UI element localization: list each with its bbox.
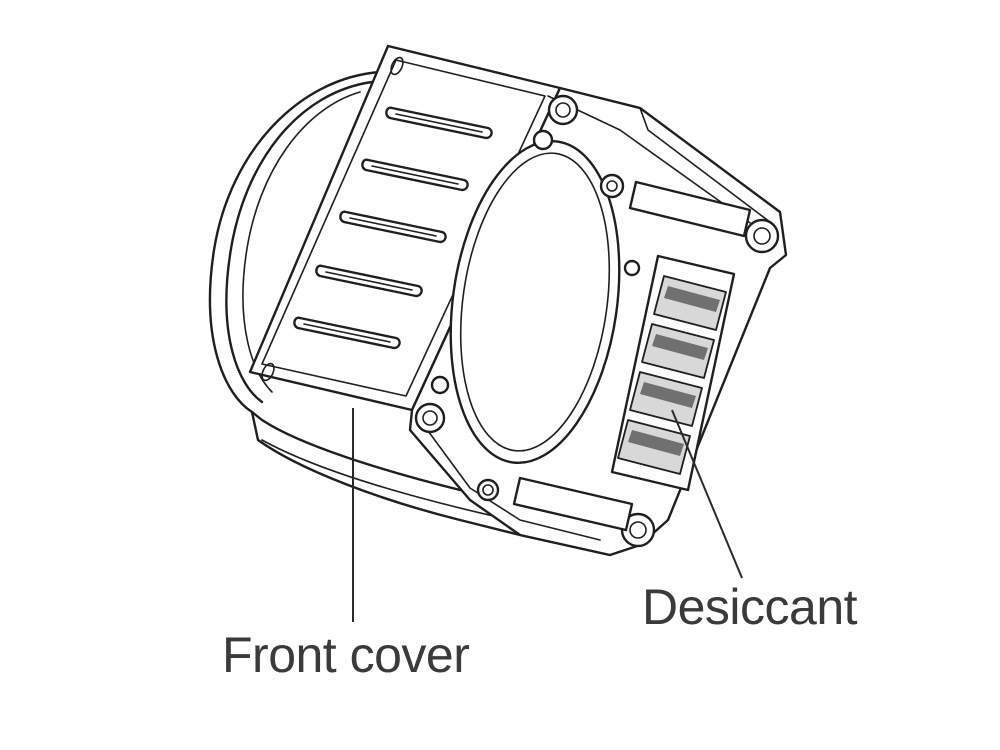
screw-bosses <box>414 94 780 548</box>
front-cover-panel <box>248 44 562 412</box>
vent-slots <box>293 106 493 350</box>
desiccant-label: Desiccant <box>642 579 858 635</box>
desiccant-leader-line <box>671 409 743 579</box>
desiccant-pack <box>617 275 727 475</box>
front-cover-label: Front cover <box>222 627 470 683</box>
mounting-frame <box>408 86 788 557</box>
